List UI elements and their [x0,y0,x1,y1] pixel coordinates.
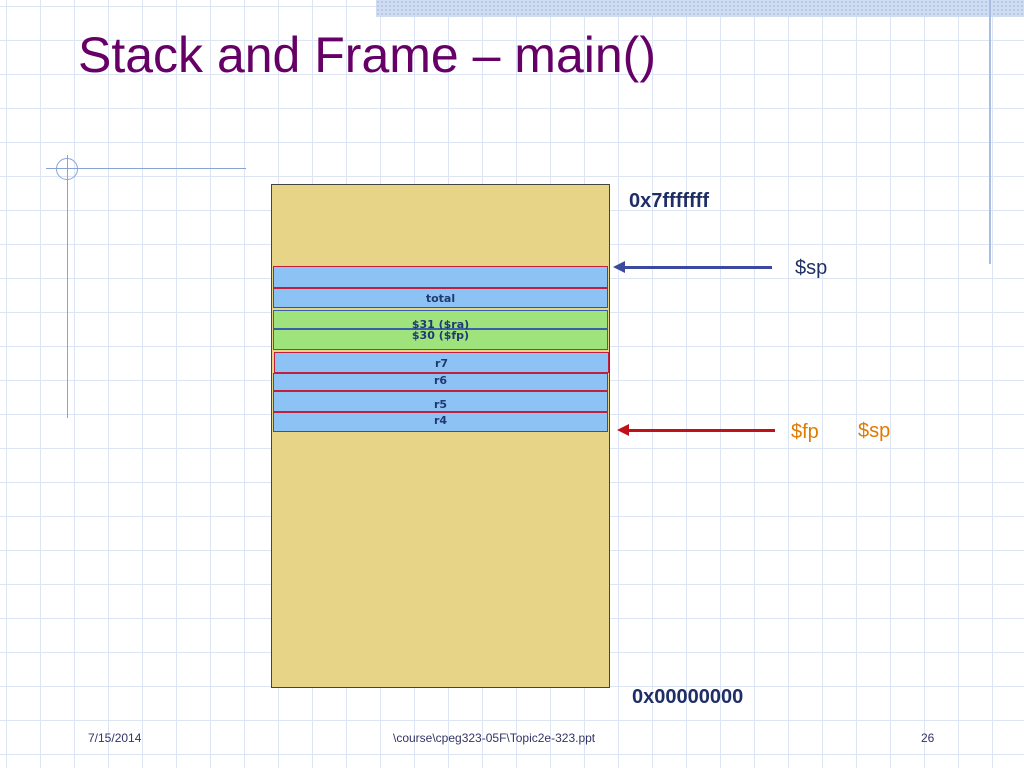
footer-date: 7/15/2014 [88,731,142,745]
decorative-vertical-line [67,155,68,418]
address-bottom: 0x00000000 [632,686,744,708]
top-decorative-band [376,0,1024,17]
address-top: 0x7fffffff [629,190,709,212]
decorative-circle [56,158,78,180]
stack-cell-fp-saved: $30 ($fp) [273,329,608,350]
sp-label-bottom: $sp [858,420,891,442]
fp-arrow-line [628,429,775,432]
footer-page-number: 26 [921,731,935,745]
slide-title: Stack and Frame – main() [78,27,656,83]
sp-label-top: $sp [795,257,828,279]
stack-cell-r6: r6 [273,373,608,391]
fp-arrow-head [617,424,629,436]
stack-cell-ra: $31 ($ra) [273,310,608,331]
right-decorative-line [989,0,991,264]
decorative-horizontal-line [46,168,246,169]
sp-arrow-head [613,261,625,273]
stack-cell-empty-top [273,266,608,288]
stack-memory-block: total $31 ($ra) $30 ($fp) r7 r6 r5 r4 [271,184,610,688]
fp-label: $fp [791,421,819,443]
sp-arrow-line [624,266,772,269]
stack-cell-r4: r4 [273,412,608,432]
stack-cell-r5: r5 [273,391,608,412]
stack-cell-total: total [273,288,608,308]
stack-cell-r7: r7 [274,352,609,373]
footer-file-path: \course\cpeg323-05F\Topic2e-323.ppt [393,731,596,745]
